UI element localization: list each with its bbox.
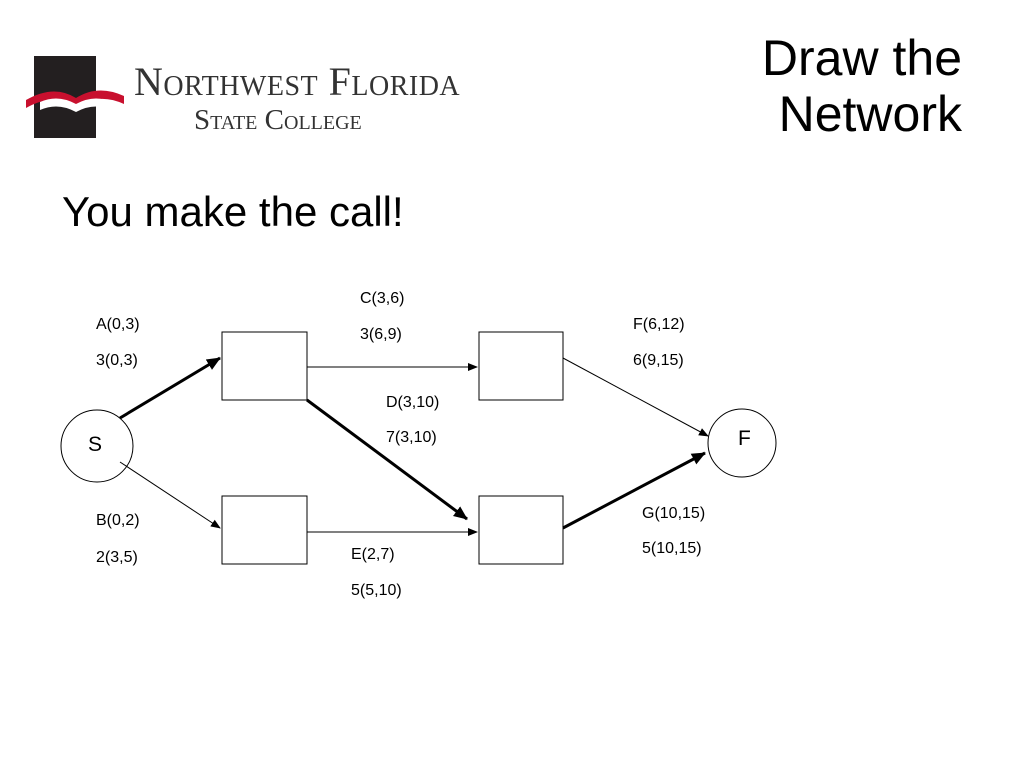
arrow-a-to-d (306, 398, 468, 521)
activity-box-c (478, 331, 564, 401)
activity-e-name: E(2,7) (351, 546, 395, 563)
start-node (60, 409, 134, 483)
start-node-label: S (88, 433, 103, 456)
activity-d-name: D(3,10) (386, 394, 440, 411)
activity-b-name: B(0,2) (96, 512, 140, 529)
activity-d-times: 7(3,10) (386, 429, 437, 446)
arrow-c-to-f (562, 357, 709, 437)
logo-book-icon (26, 56, 124, 138)
college-logo: Northwest Florida State College (24, 52, 464, 144)
activity-e-times: 5(5,10) (351, 582, 402, 599)
activity-g-times: 5(10,15) (642, 540, 702, 557)
finish-node (707, 408, 777, 478)
activity-a-times: 3(0,3) (96, 352, 138, 369)
activity-box-a (221, 331, 308, 401)
arrow-s-to-a (119, 356, 221, 420)
title-line-1: Draw the (761, 30, 962, 86)
slide-subtitle: You make the call! (62, 188, 404, 235)
slide-title: Draw the Network (762, 30, 962, 142)
logo-line-2: State College (194, 104, 362, 136)
activity-a-name: A(0,3) (96, 316, 140, 333)
arrow-to-f-via-g (562, 451, 706, 530)
activity-c-times: 3(6,9) (360, 326, 402, 343)
activity-box-d-e (478, 495, 564, 565)
activity-g-name: G(10,15) (642, 505, 706, 522)
title-line-2: Network (778, 86, 962, 142)
arrow-s-to-b (119, 461, 221, 529)
activity-f-name: F(6,12) (633, 316, 685, 333)
activity-b-times: 2(3,5) (96, 549, 138, 566)
activity-box-b (221, 495, 308, 565)
activity-f-times: 6(9,15) (633, 352, 684, 369)
logo-line-1: Northwest Florida (134, 59, 461, 104)
finish-node-label: F (738, 427, 751, 450)
activity-c-name: C(3,6) (360, 290, 405, 307)
